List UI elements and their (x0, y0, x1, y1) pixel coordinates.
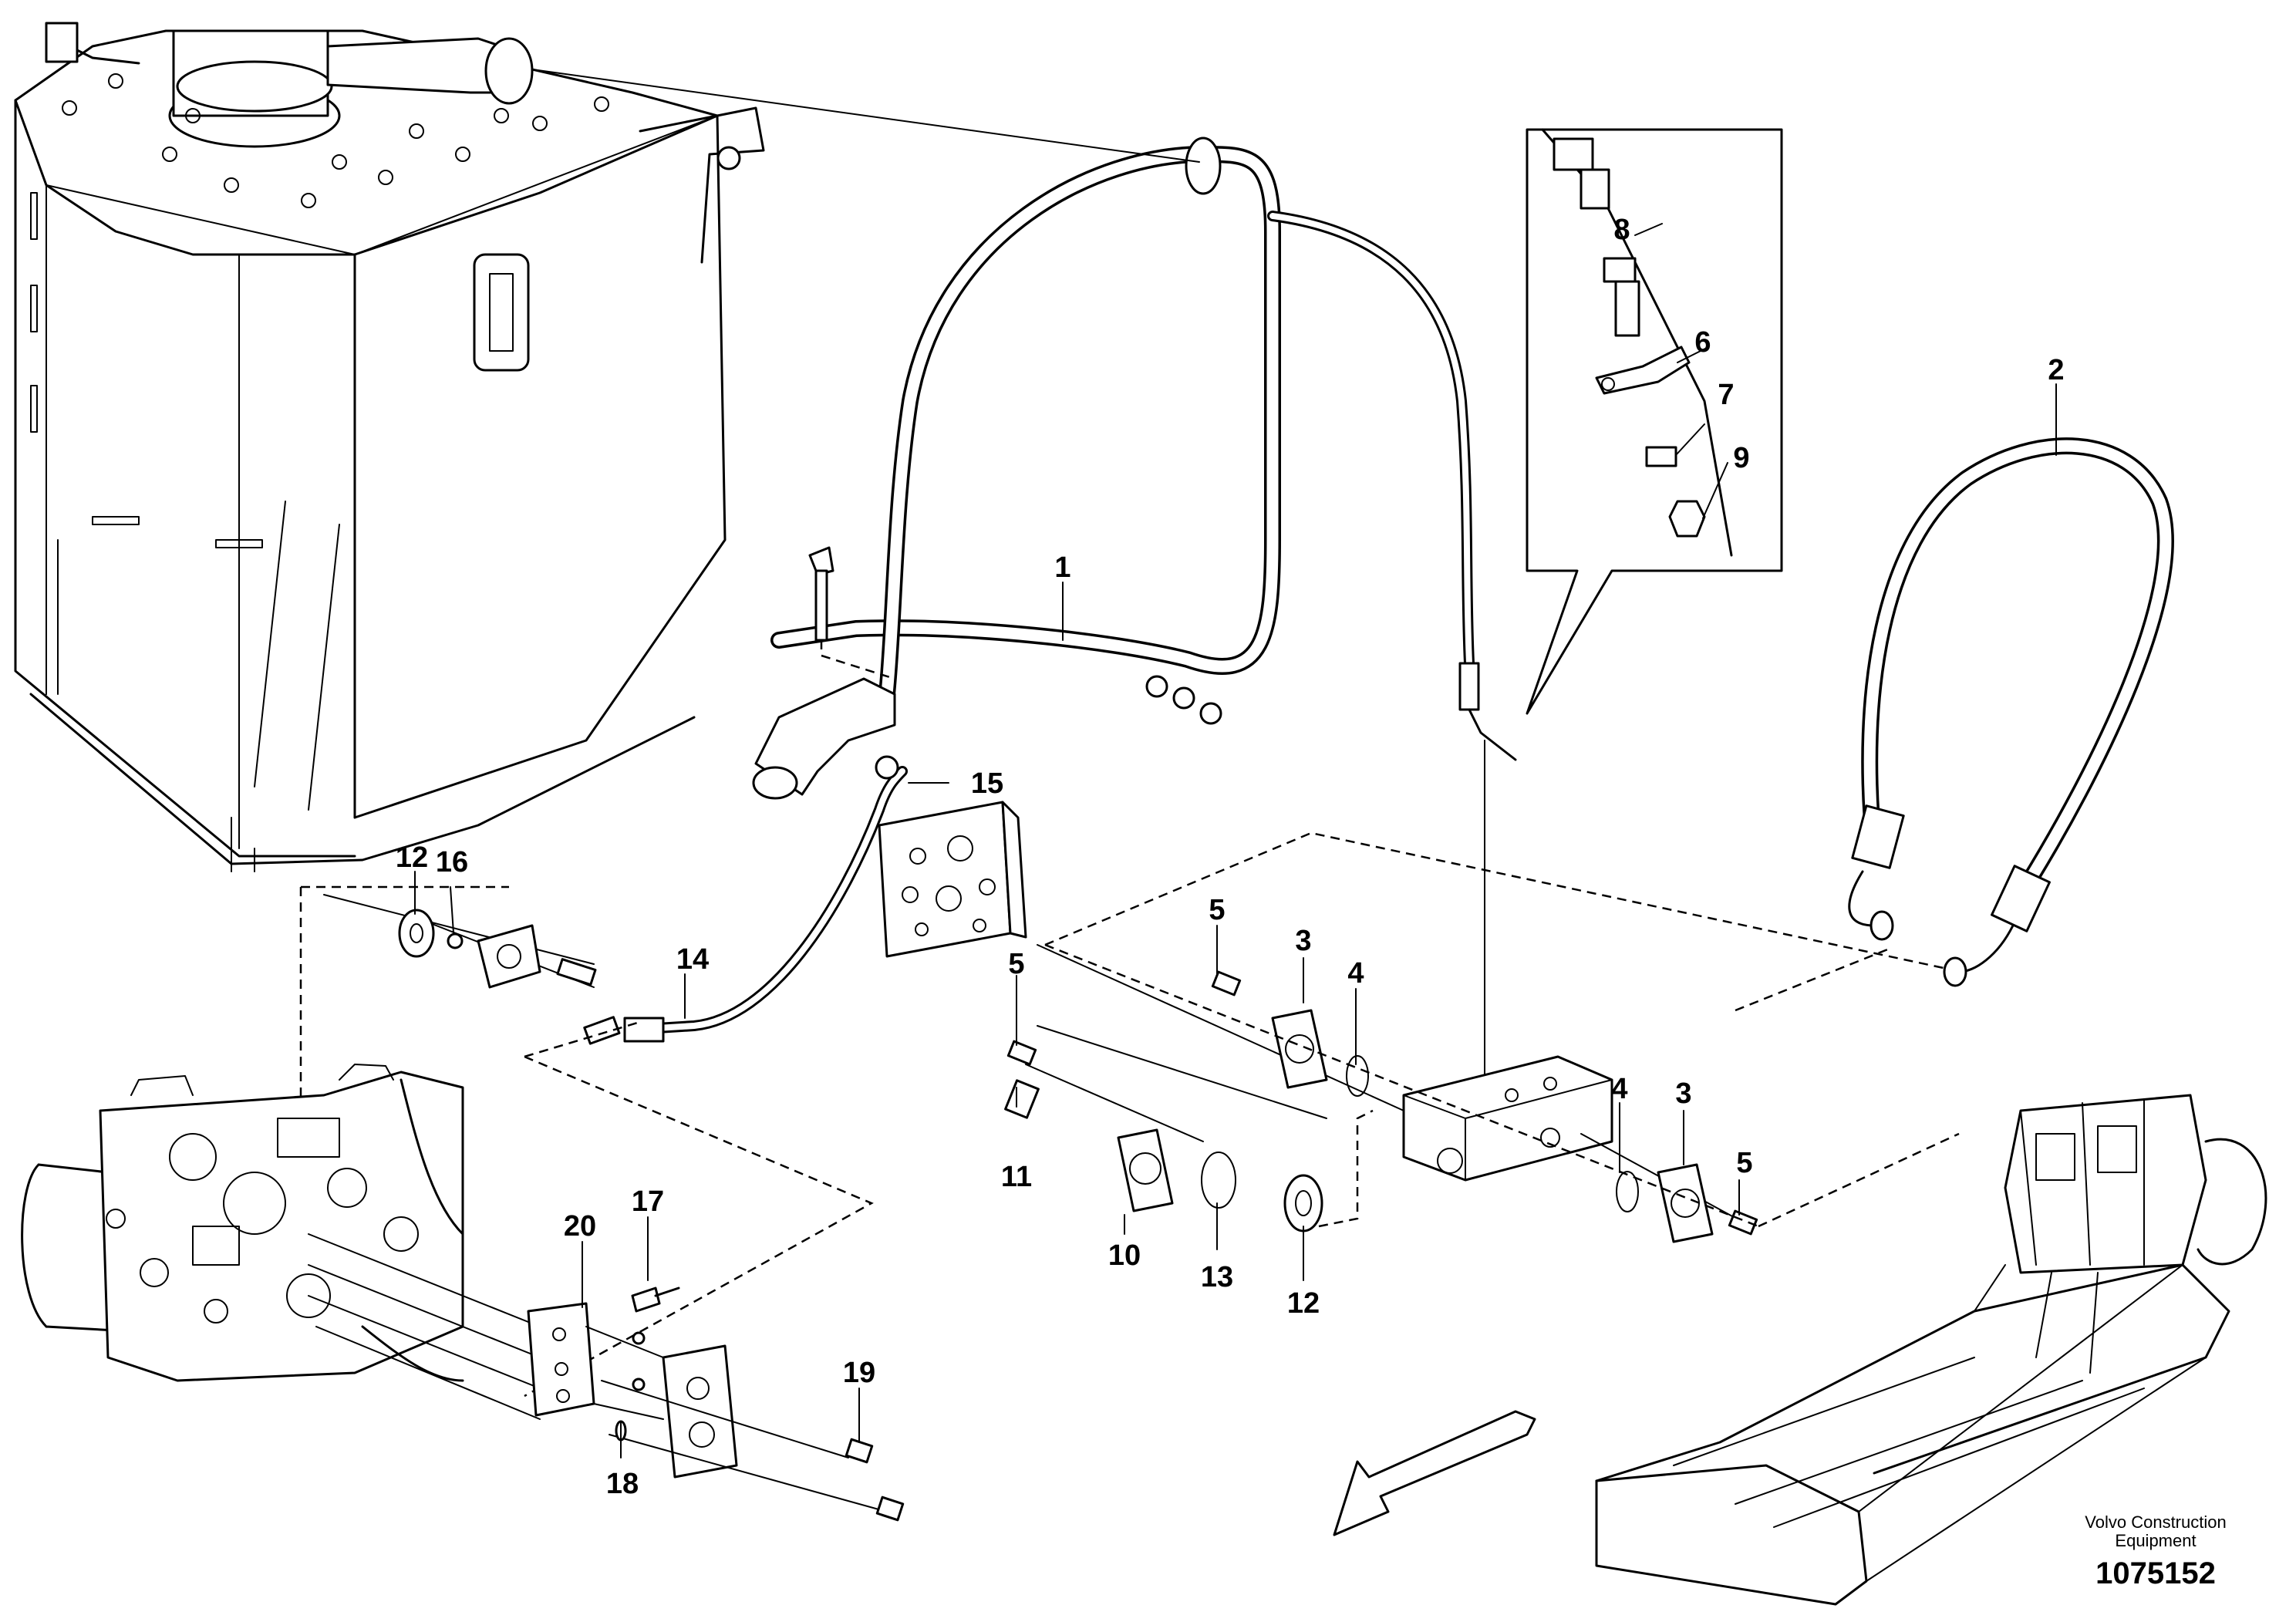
brand-line-2: Equipment (2115, 1531, 2196, 1550)
label-part-19: 19 (843, 1357, 875, 1389)
label-part-3a: 3 (1295, 925, 1311, 957)
label-part-3b: 3 (1675, 1077, 1691, 1110)
hydraulic-tank (14, 22, 765, 872)
dashed-outline-seal (1318, 1109, 1374, 1228)
adapter-block-20 (527, 1302, 595, 1417)
label-part-12b: 12 (1287, 1287, 1320, 1320)
flange-assembly-upper (323, 894, 597, 989)
machine-frame (1333, 1094, 2267, 1606)
hose-2 (1848, 437, 2174, 987)
leader-tank-hose (531, 69, 1200, 163)
label-part-5c: 5 (1736, 1147, 1752, 1179)
label-part-14: 14 (676, 943, 709, 976)
label-part-18: 18 (606, 1468, 639, 1500)
manifold-block (1402, 1055, 1613, 1182)
label-part-2: 2 (2048, 354, 2064, 386)
bolt-top (808, 546, 834, 642)
label-part-16: 16 (436, 846, 468, 878)
direction-arrow (1333, 1410, 1536, 1536)
label-part-11: 11 (1001, 1161, 1032, 1193)
hose-14 (583, 755, 908, 1045)
flange-assembly (1004, 944, 1758, 1243)
title-block: Volvo Construction Equipment 1075152 (2085, 1512, 2226, 1590)
label-part-8: 8 (1613, 214, 1630, 246)
label-part-10: 10 (1108, 1239, 1141, 1272)
pump-assembly (21, 1064, 541, 1420)
dashed-outline-left (524, 1020, 874, 1398)
label-leaders (414, 383, 2057, 1458)
label-part-4a: 4 (1347, 957, 1364, 990)
brand-line-1: Volvo Construction (2085, 1512, 2226, 1532)
label-part-5a: 5 (1209, 894, 1225, 926)
label-part-4b: 4 (1611, 1073, 1627, 1105)
hose-1 (752, 137, 1281, 800)
label-part-17: 17 (632, 1185, 664, 1218)
part-labels: 1 2 3 3 4 4 5 5 5 6 7 8 9 10 11 12 12 13… (396, 214, 2065, 1500)
leader-bolt (820, 640, 895, 680)
valve-block-right (585, 1286, 905, 1522)
label-part-20: 20 (564, 1210, 596, 1243)
label-part-6: 6 (1694, 326, 1711, 359)
detail-inset (1526, 128, 1783, 715)
label-part-9: 9 (1733, 442, 1749, 474)
label-part-13: 13 (1201, 1261, 1233, 1293)
label-part-7: 7 (1718, 379, 1734, 411)
doc-number: 1075152 (2095, 1556, 2216, 1590)
label-part-15: 15 (971, 767, 1003, 800)
label-part-1: 1 (1054, 551, 1070, 584)
label-part-12a: 12 (396, 841, 428, 874)
return-hose (1267, 211, 1517, 1165)
valve-block-15 (878, 801, 1027, 958)
label-part-5b: 5 (1008, 948, 1024, 980)
